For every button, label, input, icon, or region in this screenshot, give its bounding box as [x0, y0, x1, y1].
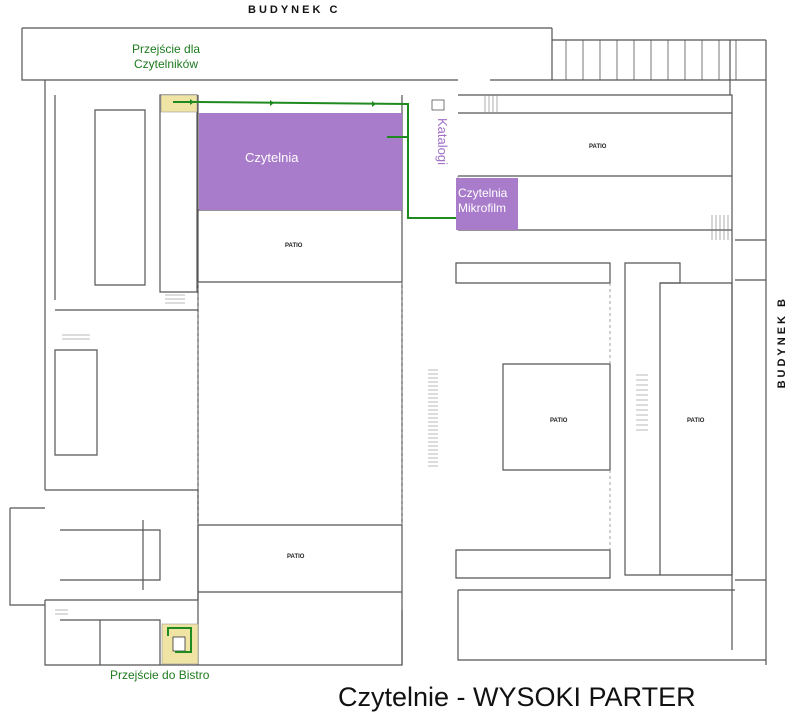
- patio-label: PATIO: [589, 144, 607, 150]
- patio-label: PATIO: [687, 418, 705, 424]
- patio-label: PATIO: [287, 554, 305, 560]
- readers-passage-line2: Czytelników: [134, 57, 199, 71]
- map-title: Czytelnie - WYSOKI PARTER: [338, 682, 696, 712]
- staircases: [55, 95, 729, 615]
- microfilm-room-label: Czytelnia Mikrofilm: [458, 186, 507, 216]
- readers-passage-highlight: [160, 94, 198, 113]
- readers-passage-label: Przejście dla Czytelników: [132, 42, 200, 72]
- dashed-partitions: [197, 176, 611, 550]
- reading-room-area: [199, 113, 402, 210]
- microfilm-room-area: [456, 178, 518, 230]
- bistro-passage-label: Przejście do Bistro: [110, 668, 210, 682]
- reading-room-label: Czytelnia: [245, 150, 299, 165]
- small-box: [431, 99, 445, 111]
- bistro-stair-box: [172, 636, 186, 652]
- building-c-label: BUDYNEK C: [248, 4, 341, 16]
- patio-label: PATIO: [550, 418, 568, 424]
- building-b-label: BUDYNEK B: [776, 296, 788, 389]
- route-line: [167, 101, 456, 653]
- readers-passage-line1: Przejście dla: [132, 42, 201, 56]
- patio-label: PATIO: [285, 243, 303, 249]
- microfilm-line1: Czytelnia: [458, 186, 508, 200]
- catalog-label: Katalogi: [435, 118, 450, 165]
- microfilm-line2: Mikrofilm: [458, 201, 506, 215]
- route-arrows: [190, 99, 376, 107]
